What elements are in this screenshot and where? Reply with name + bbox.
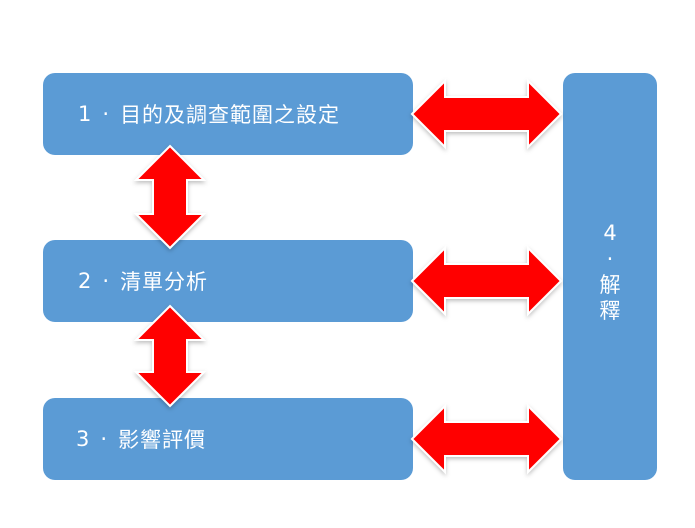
interpretation-separator: · [606, 246, 614, 271]
stage-box-goal-scope: 1 · 目的及調查範圍之設定 [43, 73, 413, 155]
stage-box-impact-assessment: 3 · 影響評價 [43, 398, 413, 480]
stage-number: 2 [78, 269, 93, 293]
stage-label: 影響評價 [118, 428, 207, 452]
double-arrow-icon-stage3-interp [410, 403, 563, 475]
stage-number: 1 [78, 102, 93, 126]
interpretation-box: 4 · 解 釋 [563, 73, 657, 480]
double-arrow-icon-stage1-interp [410, 78, 563, 150]
stage-separator: · [102, 102, 111, 126]
stage-separator: · [102, 269, 111, 293]
double-arrow-icon-stage2-stage3 [133, 304, 207, 408]
stage-label: 目的及調查範圍之設定 [120, 103, 341, 127]
stage-box-inventory-analysis: 2 · 清單分析 [43, 240, 413, 322]
stage-label: 清單分析 [120, 270, 209, 294]
double-arrow-icon-stage1-stage2 [133, 144, 207, 250]
stage-number: 3 [76, 427, 91, 451]
interpretation-char-1: 解 [599, 272, 621, 297]
double-arrow-icon-stage2-interp [410, 245, 563, 317]
interpretation-number: 4 [603, 220, 617, 245]
stage-separator: · [100, 427, 109, 451]
interpretation-char-2: 釋 [599, 298, 621, 323]
